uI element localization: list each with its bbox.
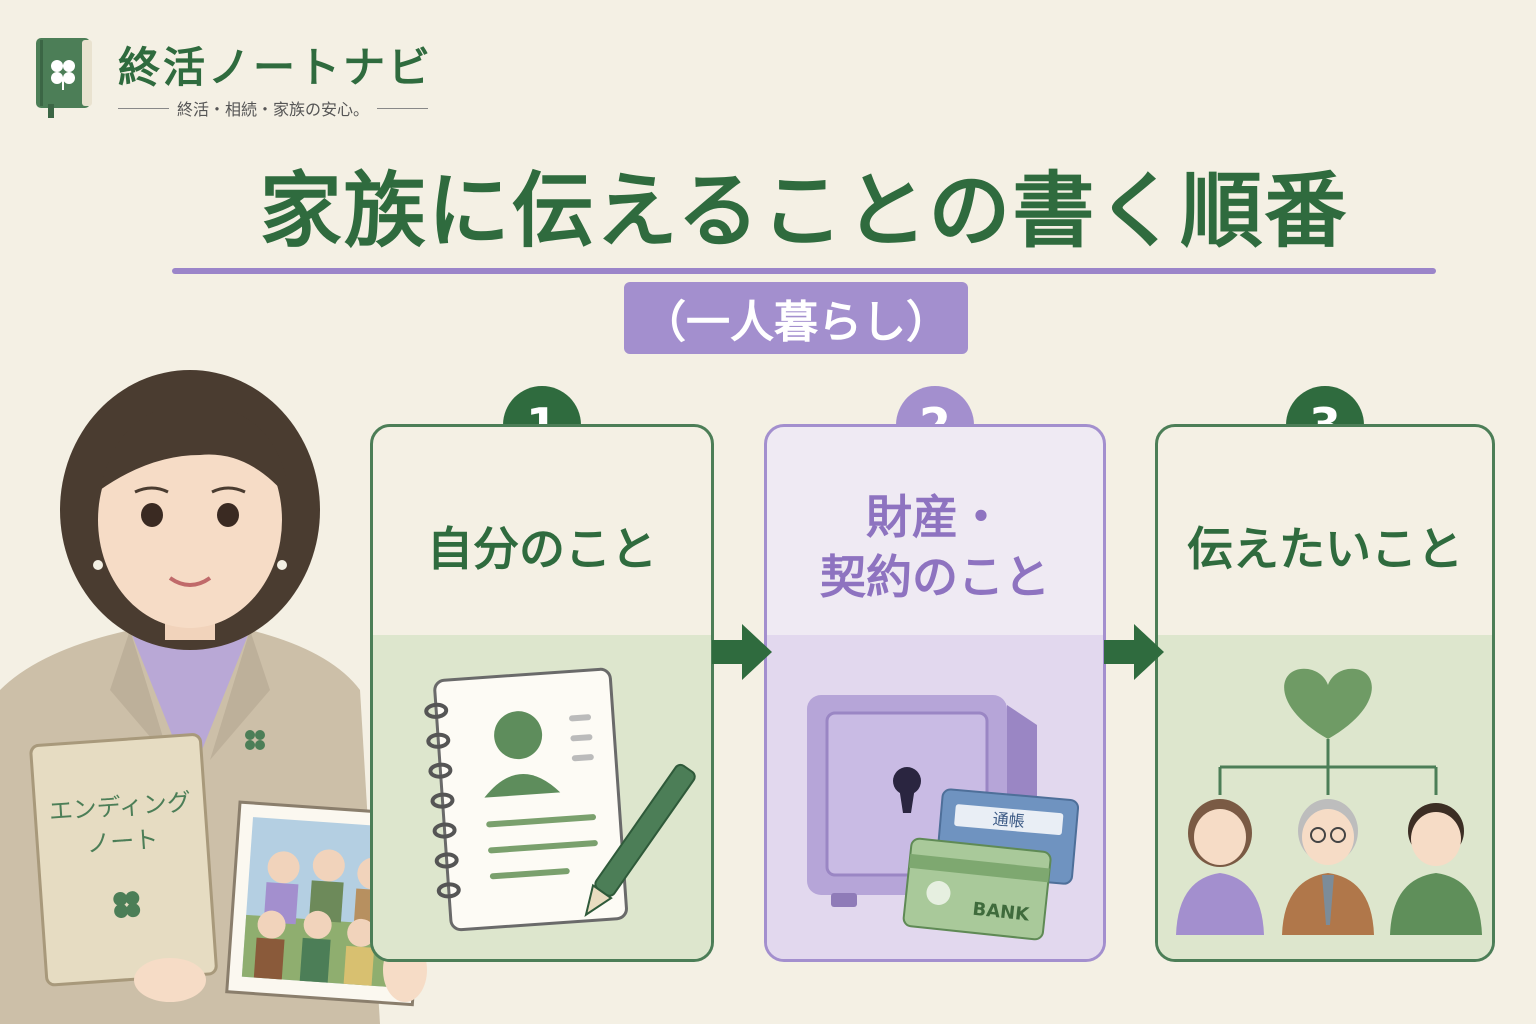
step-3-card: 伝えたいこと — [1155, 424, 1495, 962]
step-2-card: 財産・ 契約のこと 通帳 BANK — [764, 424, 1106, 962]
step-1-label: 自分のこと — [427, 522, 657, 576]
step-2-label-line2: 契約のこと — [820, 550, 1050, 604]
safe-and-bank-cards-icon: 通帳 BANK — [807, 695, 1080, 941]
title-underline — [172, 268, 1436, 274]
book-title-line2: ノート — [85, 825, 159, 858]
passbook-label: 通帳 — [992, 809, 1026, 831]
notebook-profile-icon — [424, 667, 696, 932]
step-3-label: 伝えたいこと — [1187, 522, 1463, 576]
clover-icon — [113, 891, 141, 918]
brand-name: 終活ノートナビ — [118, 43, 434, 92]
page-title: 家族に伝えることの書く順番 — [259, 164, 1349, 259]
pen-icon — [584, 763, 696, 917]
step-1-card: 自分のこと — [370, 424, 714, 962]
family-member-woman-icon — [1176, 799, 1264, 935]
step-2-label: 財産・ 契約のこと — [767, 487, 1103, 607]
heart-and-family-icon — [1176, 668, 1482, 935]
step-2-label-line1: 財産・ — [866, 490, 1004, 544]
subtitle-badge: （一人暮らし） — [624, 282, 968, 354]
brand-tagline: 終活・相続・家族の安心。 — [118, 96, 429, 120]
family-member-elder-icon — [1282, 799, 1374, 935]
arrow-right-icon — [1104, 624, 1164, 680]
arrow-right-icon — [712, 624, 772, 680]
brand-tagline-text: 終活・相続・家族の安心。 — [177, 100, 370, 119]
notebook-logo-icon — [36, 38, 92, 118]
family-member-man-icon — [1390, 803, 1482, 935]
